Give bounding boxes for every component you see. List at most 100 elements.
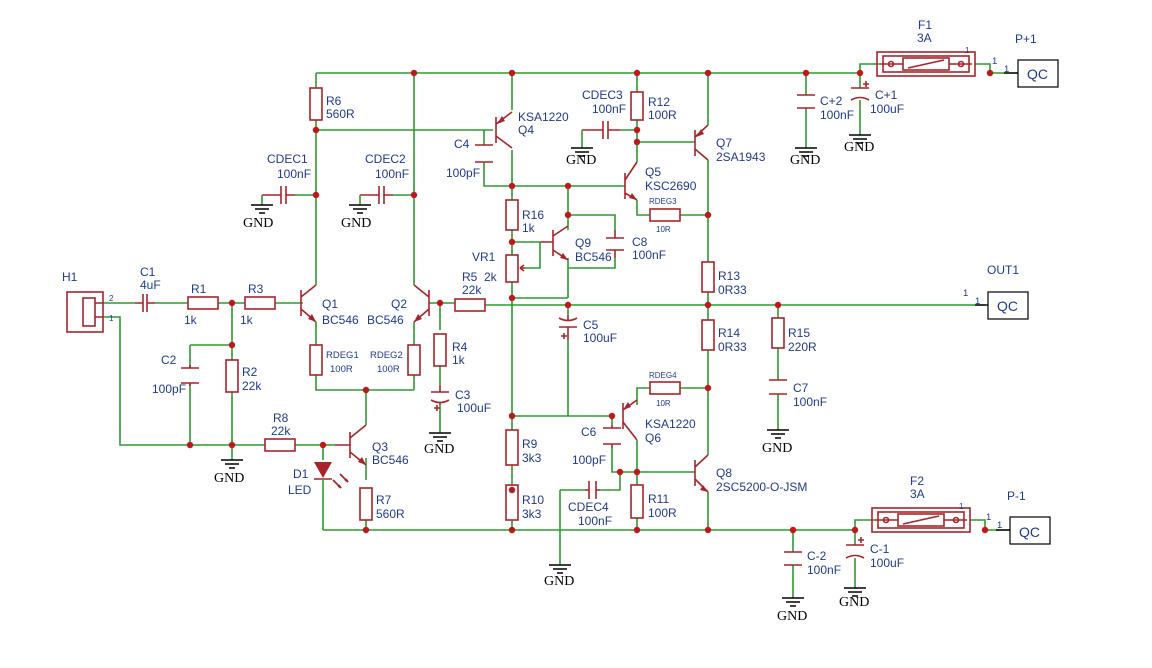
h1-pin1: 1	[109, 314, 114, 323]
c5-value: 100uF	[583, 331, 617, 345]
wires	[103, 63, 1018, 598]
r16-value: 1k	[522, 221, 536, 235]
r1-value: 1k	[184, 313, 198, 327]
rdeg2-ref: RDEG2	[370, 350, 403, 361]
r2-value: 22k	[242, 379, 262, 393]
gnd-label: GND	[243, 216, 273, 231]
capacitor-c3[interactable]: C3 100uF	[430, 385, 491, 415]
q3-ref: Q3	[372, 440, 388, 454]
c8-value: 100nF	[632, 248, 666, 262]
h1-pin2: 2	[109, 294, 114, 303]
cm2-ref: C-2	[807, 549, 827, 563]
capacitor-c7[interactable]: C7 100nF	[769, 379, 827, 409]
r8-ref: R8	[273, 411, 289, 425]
resistor-r13[interactable]: R13 0R33	[701, 261, 747, 297]
resistor-r3[interactable]: R3 1k	[240, 282, 276, 327]
resistor-r2[interactable]: R2 22k	[225, 359, 262, 393]
resistor-r4[interactable]: R4 1k	[433, 333, 468, 367]
p-minus-pin-b: 1	[997, 520, 1002, 531]
transistor-q3[interactable]: Q3 BC546	[335, 424, 409, 467]
resistor-rdeg4[interactable]: RDEG4 10R	[649, 371, 681, 408]
gnd-label: GND	[762, 441, 792, 456]
resistor-r8[interactable]: R8 22k	[264, 411, 296, 452]
r9-ref: R9	[522, 437, 538, 451]
capacitor-c-minus-1[interactable]: C-1 100uF	[845, 537, 904, 570]
resistor-r1[interactable]: R1 1k	[184, 282, 219, 327]
cp1-value: 100uF	[870, 102, 904, 116]
resistor-r12[interactable]: R12 100R	[630, 91, 677, 122]
q1-value: BC546	[322, 313, 359, 327]
transistor-q5[interactable]: Q5 KSC2690	[624, 161, 697, 201]
r6-value: 560R	[326, 107, 355, 121]
c7-ref: C7	[793, 381, 809, 395]
cp2-value: 100nF	[820, 108, 854, 122]
capacitor-c-minus-2[interactable]: C-2 100nF	[784, 549, 841, 577]
r1-ref: R1	[191, 282, 207, 296]
resistor-r16[interactable]: R16 1k	[505, 199, 544, 235]
cp2-ref: C+2	[820, 94, 843, 108]
gnd-r2: GND	[214, 459, 244, 486]
q4-ref: Q4	[518, 123, 534, 137]
capacitor-c4[interactable]: C4 100pF	[446, 137, 493, 180]
transistor-q1[interactable]: Q1 BC546	[300, 284, 359, 327]
capacitor-c-plus-1[interactable]: C+1 100uF	[850, 81, 904, 116]
connector-p-plus-1[interactable]: QC P+1 1 1	[992, 32, 1059, 88]
q7-value: 2SA1943	[716, 150, 766, 164]
resistor-rdeg3[interactable]: RDEG3 10R	[649, 197, 681, 234]
cdec3-value: 100nF	[592, 102, 626, 116]
capacitor-c5[interactable]: C5 100uF	[558, 315, 617, 345]
resistor-r6[interactable]: R6 560R	[309, 87, 355, 121]
resistor-r7[interactable]: R7 560R	[359, 487, 405, 521]
r5-value: 22k	[462, 283, 482, 297]
gnd-c7: GND	[762, 429, 792, 456]
c1-value: 4uF	[140, 278, 161, 292]
fuse-f2[interactable]: F2 3A 1	[871, 474, 971, 533]
transistor-q2[interactable]: Q2 BC546	[367, 284, 430, 327]
capacitor-cdec2[interactable]: CDEC2 100nF	[359, 152, 409, 205]
transistor-q4[interactable]: KSA1220 Q4	[495, 110, 569, 149]
capacitor-c-plus-2[interactable]: C+2 100nF	[797, 94, 854, 122]
c7-value: 100nF	[793, 395, 827, 409]
resistor-r9[interactable]: R9 3k3	[505, 429, 542, 466]
fuse-f1[interactable]: F1 3A 1	[876, 18, 976, 77]
capacitor-cdec4[interactable]: CDEC4 100nF	[568, 481, 612, 528]
f2-ref: F2	[910, 474, 924, 488]
transistor-q8[interactable]: Q8 2SC5200-O-JSM	[694, 454, 807, 494]
resistor-r15[interactable]: R15 220R	[771, 317, 817, 354]
resistor-r14[interactable]: R14 0R33	[701, 319, 747, 354]
r15-value: 220R	[788, 340, 817, 354]
capacitor-c1[interactable]: C1 4uF	[135, 265, 161, 312]
f2-value: 3A	[910, 487, 925, 501]
r14-ref: R14	[718, 326, 740, 340]
capacitor-cdec1[interactable]: CDEC1 100nF	[261, 152, 311, 205]
gnd-cdec2: GND	[341, 204, 371, 231]
resistor-rdeg2[interactable]: RDEG2 100R	[370, 344, 421, 376]
h1-ref: H1	[62, 270, 78, 284]
resistor-r11[interactable]: R11 100R	[630, 484, 677, 520]
connector-p-minus-1[interactable]: QC P-1 1 1	[986, 489, 1051, 545]
r4-ref: R4	[452, 340, 468, 354]
capacitor-c8[interactable]: C8 100nF	[606, 230, 666, 262]
transistor-q9[interactable]: Q9 BC546	[540, 225, 612, 264]
transistor-q6[interactable]: KSA1220 Q6	[622, 399, 696, 445]
resistor-rdeg1[interactable]: RDEG1 100R	[309, 344, 359, 376]
capacitor-c6[interactable]: C6 100pF	[572, 425, 621, 467]
capacitor-c2[interactable]: C2 100pF	[152, 353, 199, 396]
rdeg4-ref: RDEG4	[649, 371, 677, 380]
gnd-cdec1: GND	[243, 204, 273, 231]
transistor-q7[interactable]: Q7 2SA1943	[694, 124, 766, 164]
rdeg3-ref: RDEG3	[649, 197, 677, 206]
resistor-r10[interactable]: R10 3k3	[505, 484, 544, 521]
q9-value: BC546	[575, 250, 612, 264]
c1-ref: C1	[140, 265, 156, 279]
connector-out1[interactable]: QC OUT1 1 1	[963, 263, 1029, 320]
c3-value: 100uF	[457, 401, 491, 415]
led-d1[interactable]: D1 LED	[288, 462, 349, 497]
potentiometer-vr1[interactable]: VR1	[472, 250, 525, 283]
f1-value: 3A	[917, 31, 932, 45]
capacitor-cdec3[interactable]: CDEC3 100nF	[581, 88, 626, 148]
c3-ref: C3	[455, 388, 471, 402]
resistor-r5[interactable]: R5 2k 22k	[454, 270, 498, 312]
connector-h1[interactable]: H1 2 1	[62, 270, 114, 333]
